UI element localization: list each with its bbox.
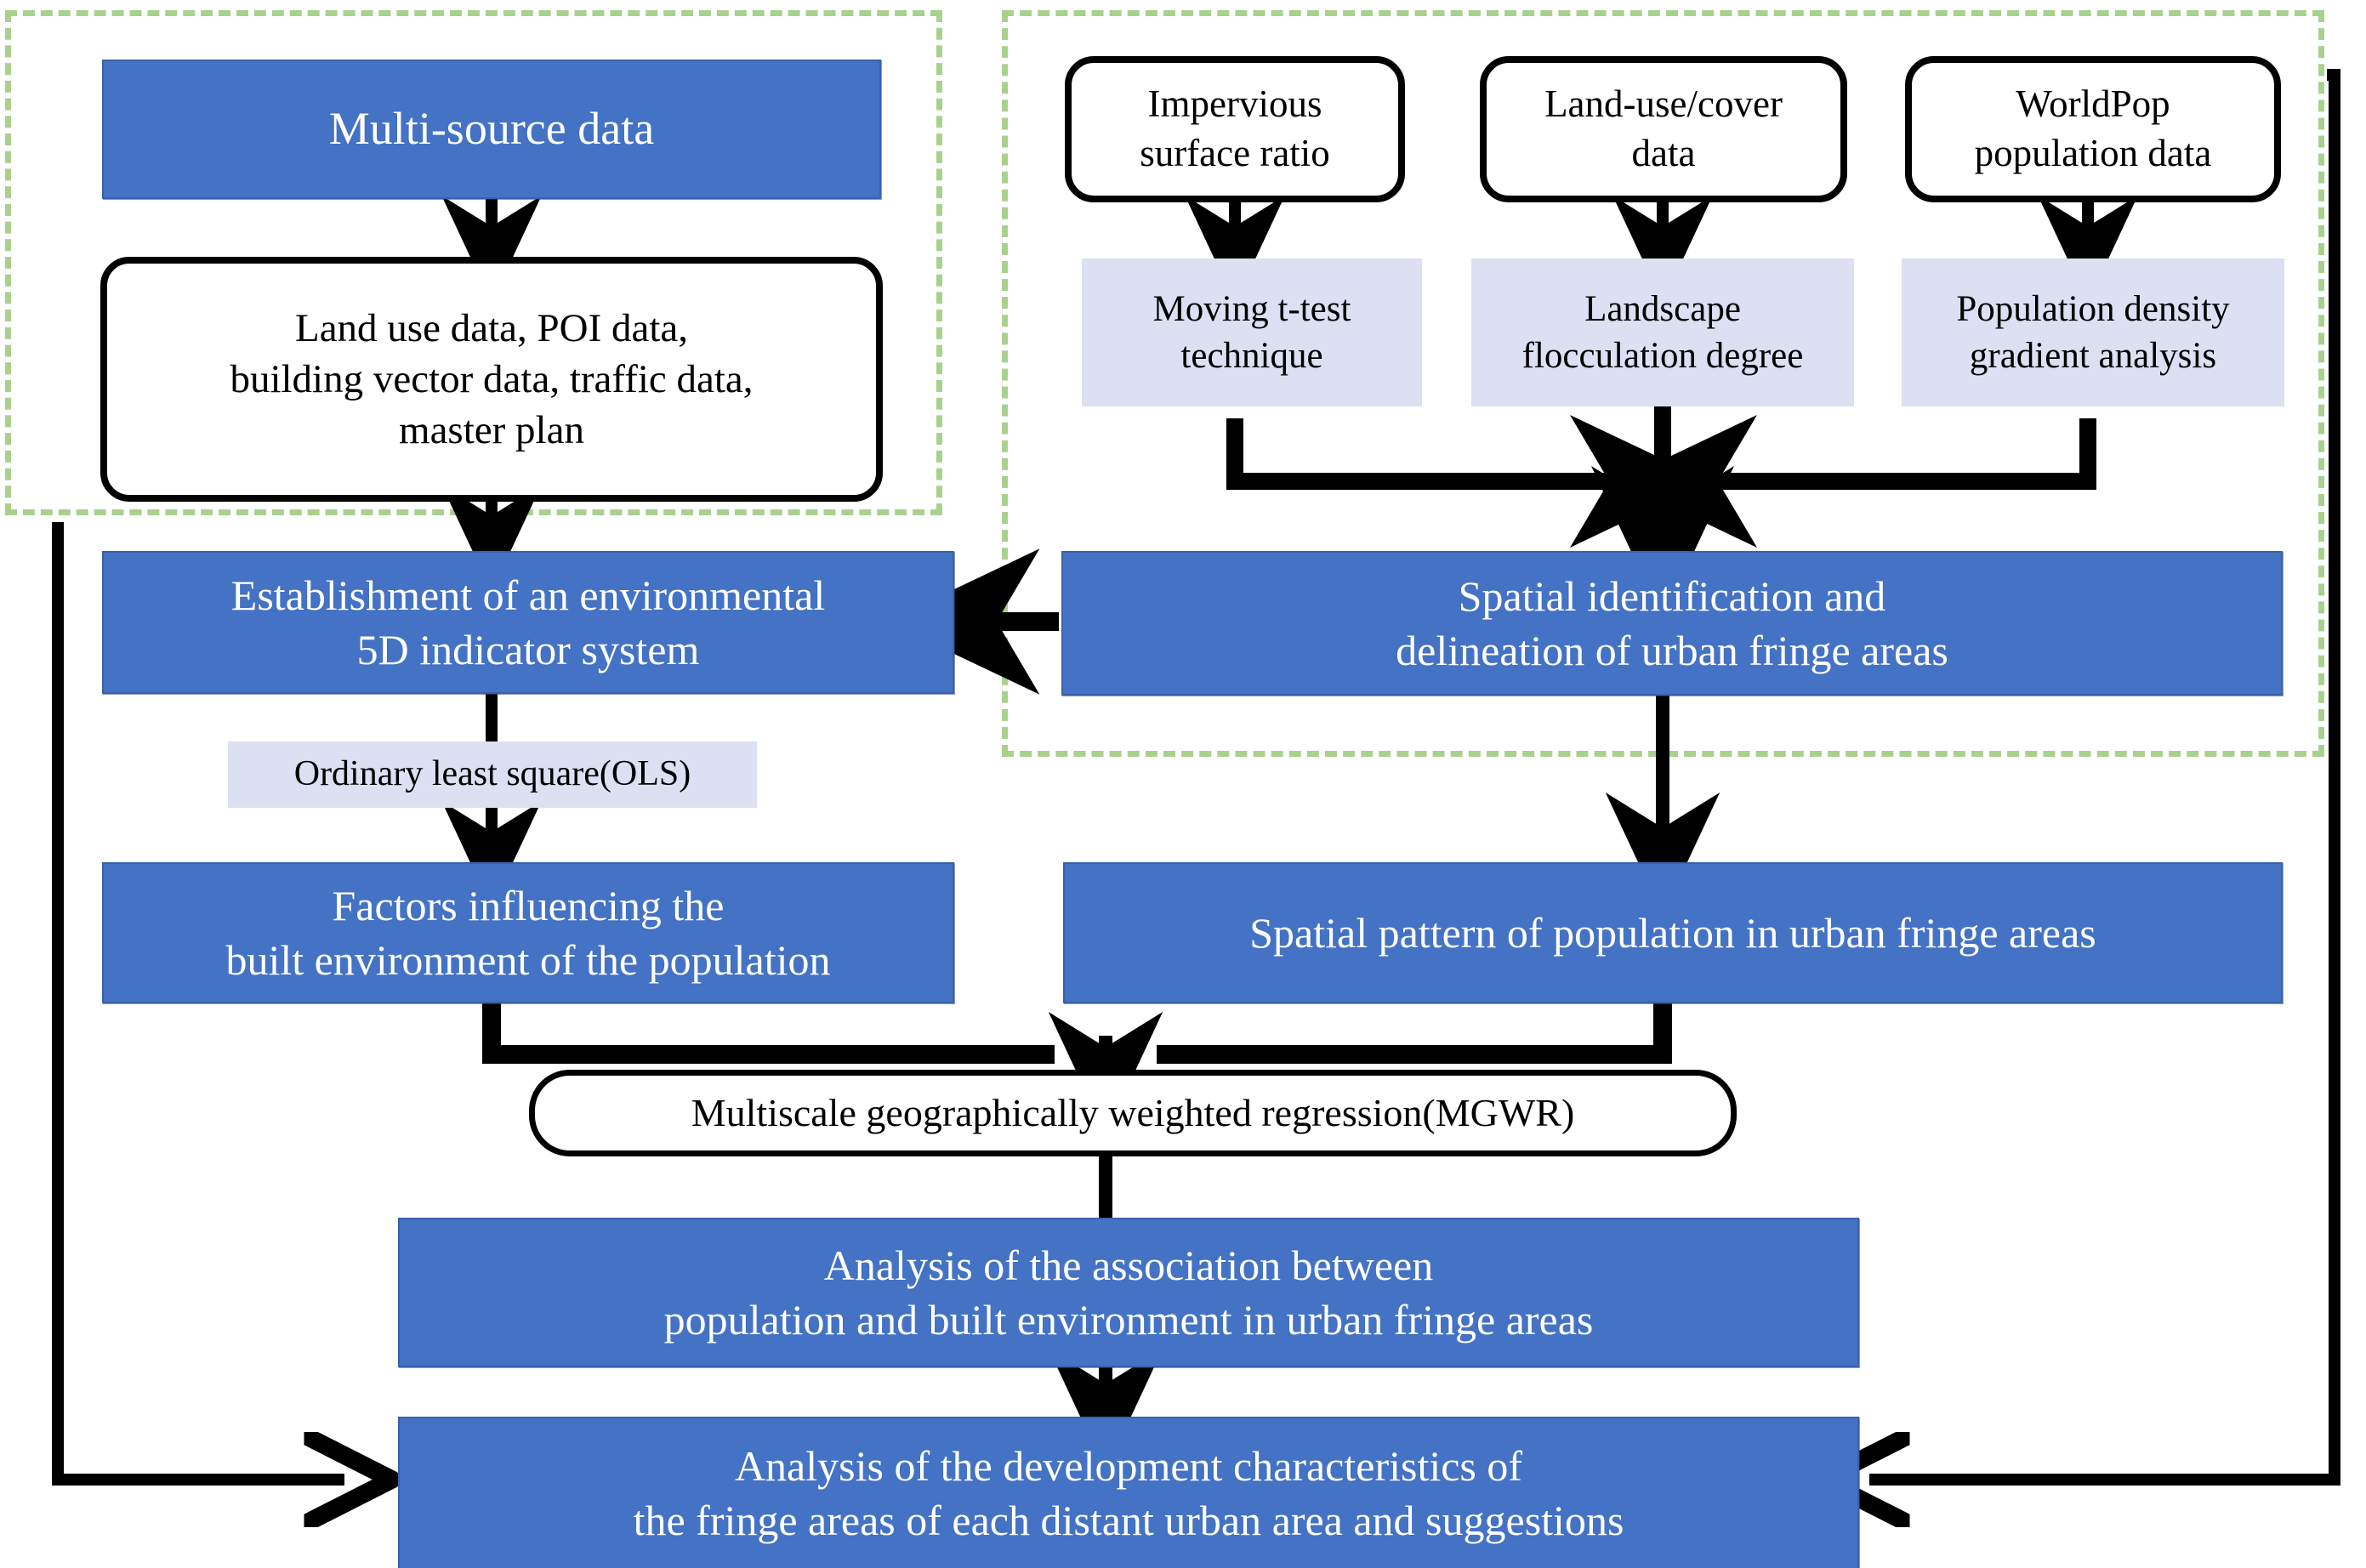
node-multi-source-data-label: Multi-source data	[328, 103, 655, 155]
node-population-density-gradient-analysis-label: Population density gradient analysis	[1956, 288, 2230, 376]
node-population-density-gradient-analysis[interactable]: Population density gradient analysis	[1902, 258, 2284, 406]
node-mgwr[interactable]: Multiscale geographically weighted regre…	[529, 1070, 1737, 1156]
node-factors-influencing-built-environment-label: Factors influencing the built environmen…	[225, 882, 831, 984]
node-spatial-identification-delineation-label: Spatial identification and delineation o…	[1396, 572, 1948, 674]
node-land-use-cover-data-label: Land-use/cover data	[1544, 82, 1783, 174]
node-environmental-5d-indicator-system-label: Establishment of an environmental 5D ind…	[230, 571, 826, 673]
node-analysis-association-label: Analysis of the association between popu…	[663, 1241, 1594, 1344]
node-spatial-identification-delineation[interactable]: Spatial identification and delineation o…	[1061, 551, 2283, 696]
node-spatial-pattern-population-label: Spatial pattern of population in urban f…	[1249, 909, 2096, 957]
node-land-use-data-list[interactable]: Land use data, POI data, building vector…	[100, 257, 883, 502]
node-analysis-development-characteristics[interactable]: Analysis of the development characterist…	[398, 1417, 1859, 1568]
node-ordinary-least-square[interactable]: Ordinary least square(OLS)	[228, 741, 757, 808]
node-worldpop-population-data[interactable]: WorldPop population data	[1905, 56, 2281, 202]
node-mgwr-label: Multiscale geographically weighted regre…	[691, 1090, 1575, 1134]
node-analysis-association[interactable]: Analysis of the association between popu…	[398, 1218, 1859, 1367]
node-moving-t-test-technique-label: Moving t-test technique	[1152, 288, 1351, 376]
merge-factors-branch	[482, 1003, 1055, 1064]
node-worldpop-population-data-label: WorldPop population data	[1974, 82, 2212, 174]
node-analysis-development-characteristics-label: Analysis of the development characterist…	[633, 1442, 1624, 1544]
node-spatial-pattern-population[interactable]: Spatial pattern of population in urban f…	[1063, 862, 2283, 1003]
node-impervious-surface-ratio[interactable]: Impervious surface ratio	[1065, 56, 1405, 202]
merge-spatialpattern-branch	[1157, 1003, 1672, 1064]
node-land-use-cover-data[interactable]: Land-use/cover data	[1480, 56, 1847, 202]
node-ordinary-least-square-label: Ordinary least square(OLS)	[293, 754, 691, 794]
node-moving-t-test-technique[interactable]: Moving t-test technique	[1082, 258, 1422, 406]
node-landscape-flocculation-degree[interactable]: Landscape flocculation degree	[1471, 258, 1854, 406]
node-landscape-flocculation-degree-label: Landscape flocculation degree	[1521, 288, 1804, 376]
node-land-use-data-list-label: Land use data, POI data, building vector…	[230, 305, 754, 453]
node-multi-source-data[interactable]: Multi-source data	[102, 60, 881, 199]
node-factors-influencing-built-environment[interactable]: Factors influencing the built environmen…	[102, 862, 954, 1003]
node-environmental-5d-indicator-system[interactable]: Establishment of an environmental 5D ind…	[102, 551, 954, 694]
node-impervious-surface-ratio-label: Impervious surface ratio	[1140, 82, 1330, 174]
